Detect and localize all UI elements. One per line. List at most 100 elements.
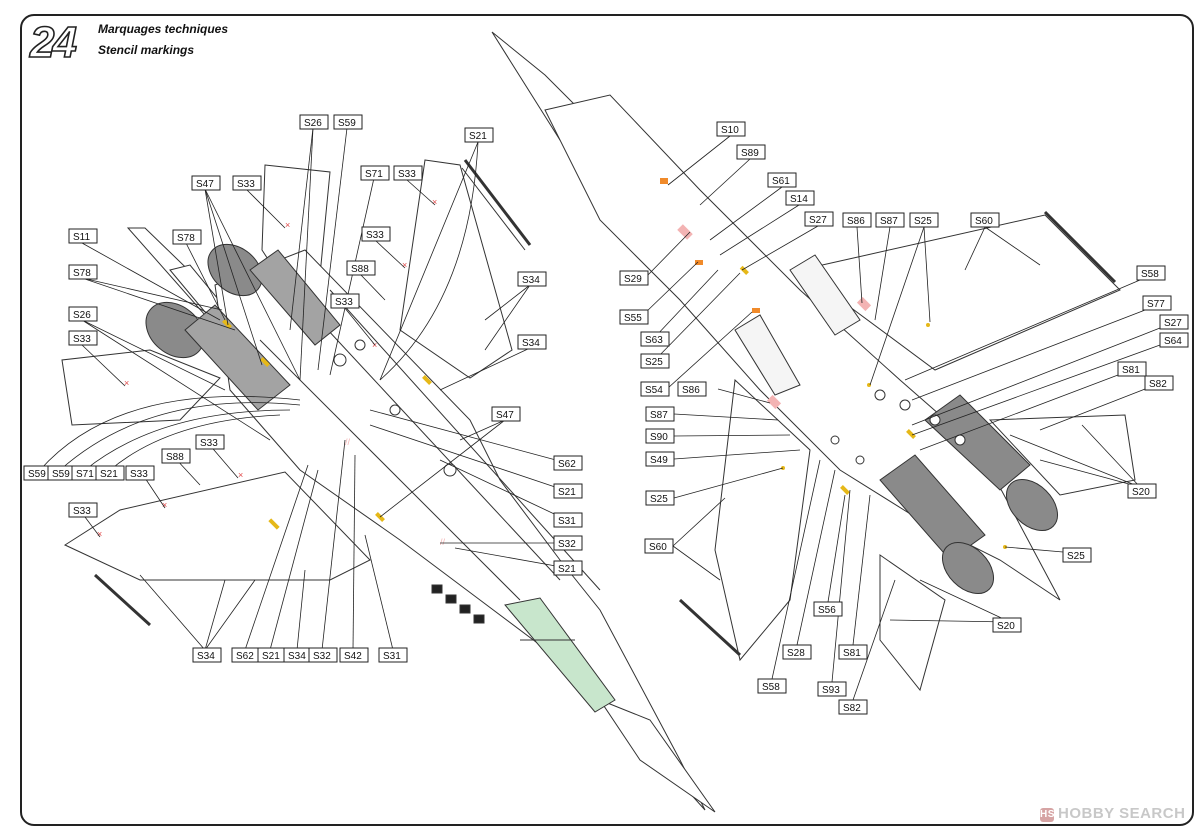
svg-text:S10: S10 (721, 125, 739, 136)
svg-text:S90: S90 (650, 432, 668, 443)
svg-text:S27: S27 (1164, 318, 1182, 329)
label-s27-b: S27 (1159, 314, 1189, 330)
svg-text:S93: S93 (822, 685, 840, 696)
svg-text:S27: S27 (809, 215, 827, 226)
svg-text:S21: S21 (469, 131, 487, 142)
svg-text:S59: S59 (28, 469, 46, 480)
right-aircraft-nacelle-a (924, 394, 1031, 491)
label-s59-a: S59 (333, 114, 363, 130)
label-s59-b: S59 (23, 465, 53, 481)
left-aircraft-stencil-marks: × × × × × × × × // // (97, 197, 446, 547)
label-s20-a: S20 (1127, 483, 1157, 499)
svg-text:S33: S33 (73, 334, 91, 345)
label-s54: S54 (640, 381, 670, 397)
label-s33-d: S33 (330, 293, 360, 309)
page-frame (20, 14, 1194, 826)
label-s62-a: S62 (553, 455, 583, 471)
svg-text:×: × (432, 197, 437, 207)
svg-text:S32: S32 (558, 539, 576, 550)
svg-text:S59: S59 (338, 118, 356, 129)
svg-text:S33: S33 (130, 469, 148, 480)
svg-text:S88: S88 (351, 264, 369, 275)
label-s88-b: S88 (161, 448, 191, 464)
svg-text:S81: S81 (843, 648, 861, 659)
svg-text:×: × (124, 378, 129, 388)
left-aircraft-wing-upper (399, 159, 513, 379)
svg-text:S21: S21 (100, 469, 118, 480)
svg-text:S49: S49 (650, 455, 668, 466)
left-aircraft-wing-lower (63, 471, 371, 581)
svg-text:S77: S77 (1147, 299, 1165, 310)
svg-text:S82: S82 (1149, 379, 1167, 390)
svg-text:S54: S54 (645, 385, 663, 396)
label-s29: S29 (619, 270, 649, 286)
label-s47-a: S47 (191, 175, 221, 191)
label-s86-b: S86 (677, 381, 707, 397)
svg-text:S62: S62 (558, 459, 576, 470)
label-s77: S77 (1142, 295, 1172, 311)
svg-text:S47: S47 (496, 410, 514, 421)
left-aircraft-top-view (61, 159, 716, 813)
svg-text:S81: S81 (1122, 365, 1140, 376)
svg-text:S34: S34 (522, 338, 540, 349)
right-aircraft-wing-upper (798, 214, 1121, 371)
label-s89: S89 (736, 144, 766, 160)
label-s34-b: S34 (517, 334, 547, 350)
svg-text:S26: S26 (73, 310, 91, 321)
svg-text:S71: S71 (365, 169, 383, 180)
label-s42: S42 (339, 647, 369, 663)
right-aircraft-nacelle-b (879, 454, 986, 561)
hobby-search-logo-icon: HS (1040, 808, 1055, 822)
label-s34-a: S34 (517, 271, 547, 287)
svg-text:S34: S34 (197, 651, 215, 662)
label-s87-b: S87 (645, 406, 675, 422)
label-s78-a: S78 (172, 229, 202, 245)
svg-text:S64: S64 (1164, 336, 1182, 347)
svg-text:S21: S21 (558, 487, 576, 498)
right-aircraft-intake-grille-b (734, 314, 801, 396)
left-aircraft-nacelle-b (249, 249, 341, 346)
right-aircraft-engine-nozzle-a (1006, 479, 1058, 531)
label-s58-b: S58 (757, 678, 787, 694)
svg-text:S21: S21 (262, 651, 280, 662)
right-aircraft-stencil-marks (660, 178, 1007, 549)
right-aircraft-stabilizer-upper (988, 414, 1136, 496)
svg-text:S34: S34 (288, 651, 306, 662)
label-s21-c: S21 (553, 483, 583, 499)
svg-text:×: × (97, 529, 102, 539)
label-s82-b: S82 (838, 699, 868, 715)
label-s21-a: S21 (464, 127, 494, 143)
label-s31-a: S31 (553, 512, 583, 528)
svg-text:S28: S28 (787, 648, 805, 659)
label-s10: S10 (716, 121, 746, 137)
svg-text:×: × (285, 220, 290, 230)
svg-text:S26: S26 (304, 118, 322, 129)
svg-text:S89: S89 (741, 148, 759, 159)
svg-text://: // (440, 537, 446, 547)
label-s33-e: S33 (68, 330, 98, 346)
label-s33-c: S33 (361, 226, 391, 242)
svg-text:S33: S33 (200, 438, 218, 449)
svg-text:S33: S33 (366, 230, 384, 241)
svg-text:S31: S31 (558, 516, 576, 527)
svg-text:S62: S62 (236, 651, 254, 662)
svg-text:S25: S25 (650, 494, 668, 505)
svg-text:S58: S58 (1141, 269, 1159, 280)
svg-text:S25: S25 (914, 216, 932, 227)
leader-lines (39, 127, 1161, 701)
svg-text:S87: S87 (880, 216, 898, 227)
svg-text:S63: S63 (645, 335, 663, 346)
svg-text:S21: S21 (558, 564, 576, 575)
svg-text:S42: S42 (344, 651, 362, 662)
label-s58-a: S58 (1136, 265, 1166, 281)
left-aircraft-nose (598, 698, 716, 813)
label-s25-d: S25 (645, 490, 675, 506)
label-s21-d: S21 (553, 560, 583, 576)
left-aircraft-engine-nozzle-b (207, 243, 263, 297)
title-french: Marquages techniques (98, 22, 229, 36)
label-s28: S28 (782, 644, 812, 660)
label-s20-b: S20 (992, 617, 1022, 633)
label-s33-f: S33 (195, 434, 225, 450)
right-aircraft-wing-lower (714, 378, 811, 662)
label-s33-b: S33 (232, 175, 262, 191)
